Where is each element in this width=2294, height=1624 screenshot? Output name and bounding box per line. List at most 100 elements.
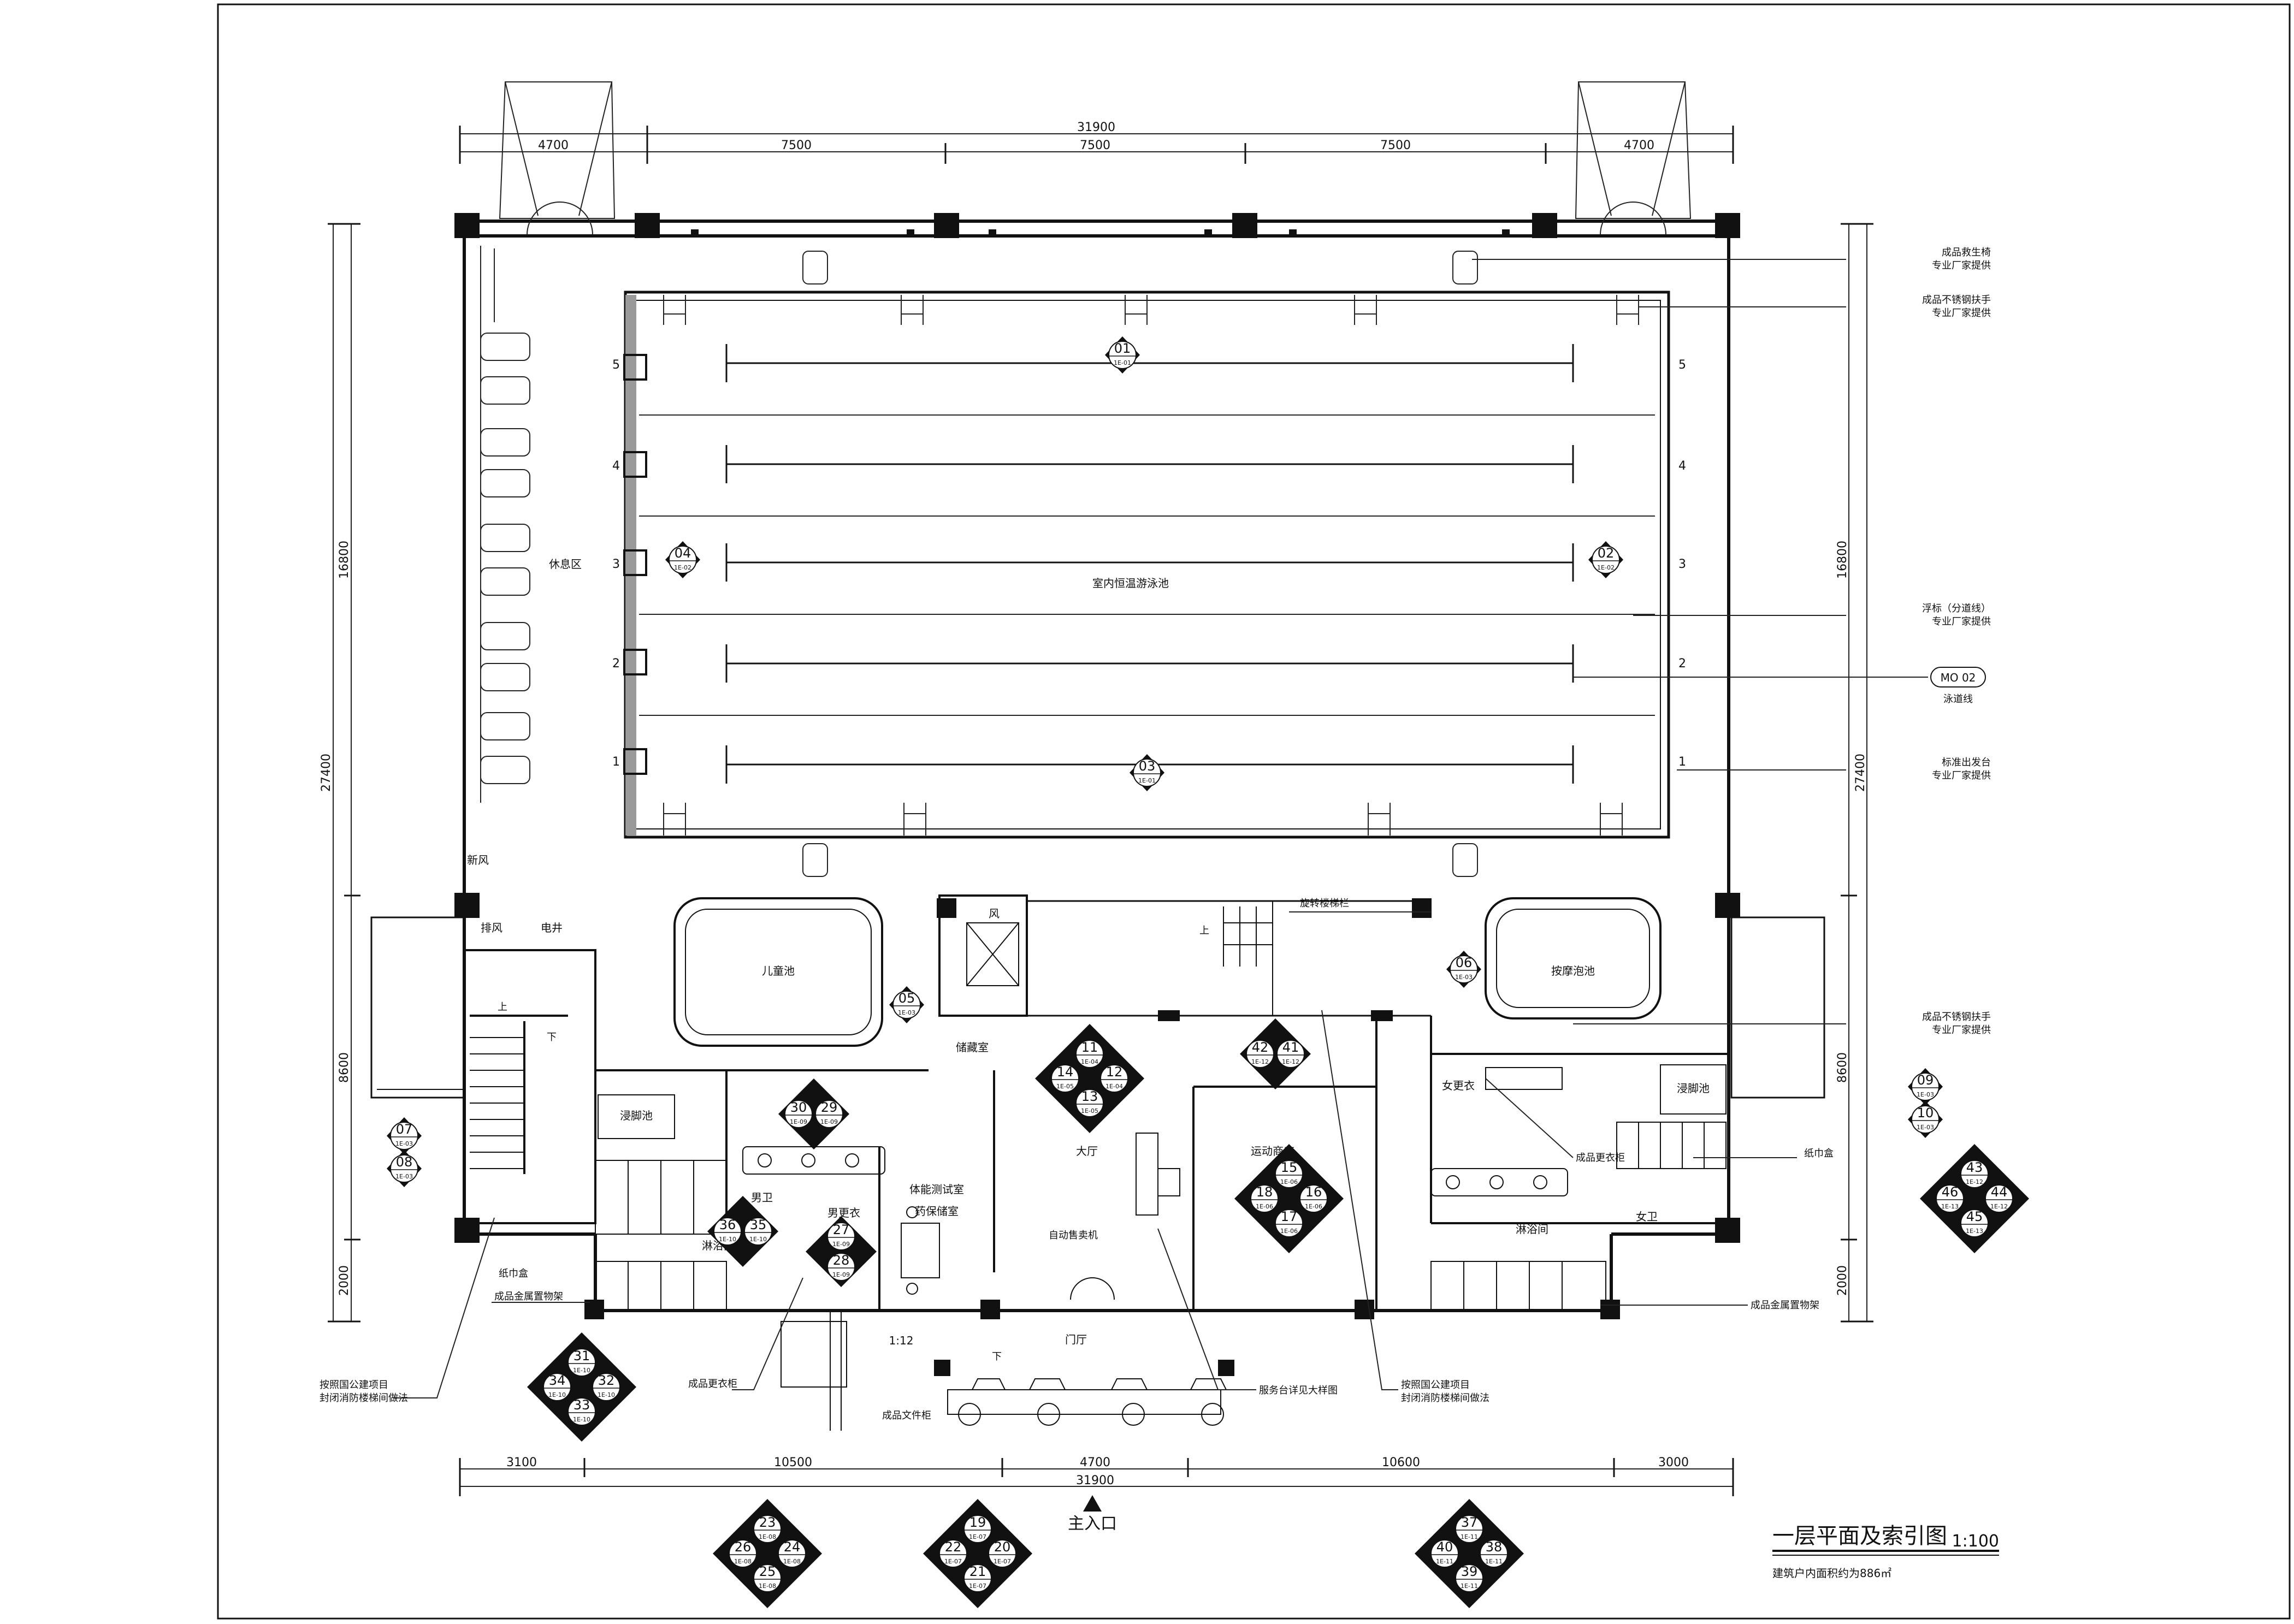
index-cluster-ref: 1E-13 xyxy=(1966,1228,1983,1235)
index-marker-ref: 1E-02 xyxy=(1597,564,1615,571)
bottom-dimension-chain: 3100 10500 4700 10600 3000 31900 xyxy=(459,1456,1734,1496)
room-storage: 储藏室 xyxy=(956,1041,989,1054)
left-dim-2: 8600 xyxy=(338,1052,351,1083)
swimming-pool xyxy=(623,251,1670,877)
index-marker-04: 04 1E-02 xyxy=(665,541,700,578)
index-cluster-number: 12 xyxy=(1106,1064,1123,1080)
left-total-dim: 27400 xyxy=(320,754,333,792)
index-cluster-ref: 1E-08 xyxy=(759,1533,776,1540)
index-cluster-number: 39 xyxy=(1461,1564,1478,1579)
note-shelf-right: 成品金属置物架 xyxy=(1751,1300,1819,1311)
right-dim-3: 2000 xyxy=(1836,1265,1849,1296)
index-cluster-ref: 1E-07 xyxy=(944,1558,962,1565)
index-cluster-circle xyxy=(778,1539,806,1568)
index-marker-circle xyxy=(390,1154,418,1183)
right-dim-1: 16800 xyxy=(1836,541,1849,579)
index-pair-diamond xyxy=(707,1196,778,1267)
lane-right-4: 4 xyxy=(1678,459,1686,473)
note-fire-left-1: 按照国公建项目 xyxy=(320,1379,388,1391)
top-dim-3: 7500 xyxy=(1080,139,1110,152)
building-walls xyxy=(463,201,1731,1312)
right-total-dim: 27400 xyxy=(1854,754,1867,792)
index-pair-circle xyxy=(827,1253,855,1281)
room-women-shower: 淋浴间 xyxy=(1516,1223,1548,1236)
note-shrink: 1:12 xyxy=(889,1334,914,1347)
index-cluster-number: 22 xyxy=(945,1539,962,1555)
index-cluster-ref: 1E-10 xyxy=(598,1391,615,1398)
index-cluster-number: 37 xyxy=(1461,1515,1478,1530)
bottom-dim-4: 10600 xyxy=(1382,1456,1420,1469)
drawing-scale: 1:100 xyxy=(1952,1532,1999,1551)
room-labels: 室内恒温游泳池 休息区 儿童池 按摩泡池 大厅 门厅 运动商店 体能测试室 药保… xyxy=(467,558,1834,1362)
index-marker-number: 04 xyxy=(675,546,691,561)
lane-right-1: 1 xyxy=(1678,755,1686,769)
lane-left-1: 1 xyxy=(612,755,620,769)
index-cluster-number: 33 xyxy=(574,1397,590,1413)
top-canopies xyxy=(499,81,1692,219)
index-cluster-circle xyxy=(1100,1064,1128,1093)
index-cluster-circle xyxy=(963,1515,992,1543)
room-spa-pool: 按摩泡池 xyxy=(1551,964,1595,977)
top-dimension-chain: 31900 4700 7500 7500 7500 4700 xyxy=(459,121,1734,164)
room-fitness: 体能测试室 xyxy=(909,1183,964,1196)
index-pair-number: 36 xyxy=(719,1217,736,1232)
note-float-line-2: 专业厂家提供 xyxy=(1932,616,1991,627)
index-cluster-circle xyxy=(1936,1184,1964,1213)
left-dimension-chain: 27400 16800 8600 2000 xyxy=(320,223,360,1323)
index-cluster-ref: 1E-11 xyxy=(1436,1558,1453,1565)
index-cluster-circle xyxy=(1480,1539,1508,1568)
index-cluster-number: 38 xyxy=(1486,1539,1503,1555)
index-marker-number: 02 xyxy=(1598,546,1615,561)
index-cluster-circle xyxy=(939,1539,967,1568)
lane-right-2: 2 xyxy=(1678,657,1686,671)
index-marker-number: 07 xyxy=(396,1122,413,1137)
room-elec-shaft: 电井 xyxy=(541,921,563,934)
index-cluster-ref: 1E-06 xyxy=(1256,1203,1273,1210)
index-cluster-diamond xyxy=(1415,1499,1524,1608)
index-cluster-ref: 1E-06 xyxy=(1280,1228,1298,1235)
structural-columns xyxy=(454,213,1740,1376)
index-cluster-circle xyxy=(753,1515,782,1543)
index-cluster-circle xyxy=(1275,1209,1303,1237)
index-cluster-number: 14 xyxy=(1057,1064,1074,1080)
bottom-dim-5: 3000 xyxy=(1658,1456,1689,1469)
index-pair-ref: 1E-09 xyxy=(832,1241,850,1248)
note-lifeguard-2: 专业厂家提供 xyxy=(1932,260,1991,271)
note-stair: 旋转楼梯栏 xyxy=(1300,898,1349,909)
index-pair-ref: 1E-12 xyxy=(1282,1058,1299,1065)
index-cluster-number: 46 xyxy=(1942,1184,1959,1200)
index-cluster-ref: 1E-10 xyxy=(573,1416,590,1423)
room-women-wc: 女卫 xyxy=(1636,1210,1658,1223)
index-marker-ref: 1E-02 xyxy=(674,564,691,571)
index-cluster-circle xyxy=(567,1397,596,1426)
index-cluster-circle xyxy=(543,1373,571,1401)
index-cluster-number: 19 xyxy=(969,1515,986,1530)
index-cluster-number: 13 xyxy=(1081,1089,1098,1104)
room-vending: 自动售卖机 xyxy=(1049,1230,1098,1241)
index-pair-number: 42 xyxy=(1252,1040,1269,1055)
room-lobby: 大厅 xyxy=(1076,1145,1098,1158)
note-fire-left-2: 封闭消防楼梯间做法 xyxy=(320,1392,408,1404)
lane-left-5: 5 xyxy=(612,358,620,372)
top-dim-5: 4700 xyxy=(1624,139,1654,152)
index-pair-circle xyxy=(1276,1040,1305,1068)
index-pair-number: 27 xyxy=(833,1222,850,1237)
index-cluster-ref: 1E-08 xyxy=(759,1582,776,1590)
note-handrail-top-1: 成品不锈钢扶手 xyxy=(1922,294,1991,306)
index-pair-number: 29 xyxy=(821,1100,838,1115)
index-pair-number: 28 xyxy=(833,1253,850,1268)
note-locker-right: 成品更衣柜 xyxy=(1576,1152,1625,1164)
